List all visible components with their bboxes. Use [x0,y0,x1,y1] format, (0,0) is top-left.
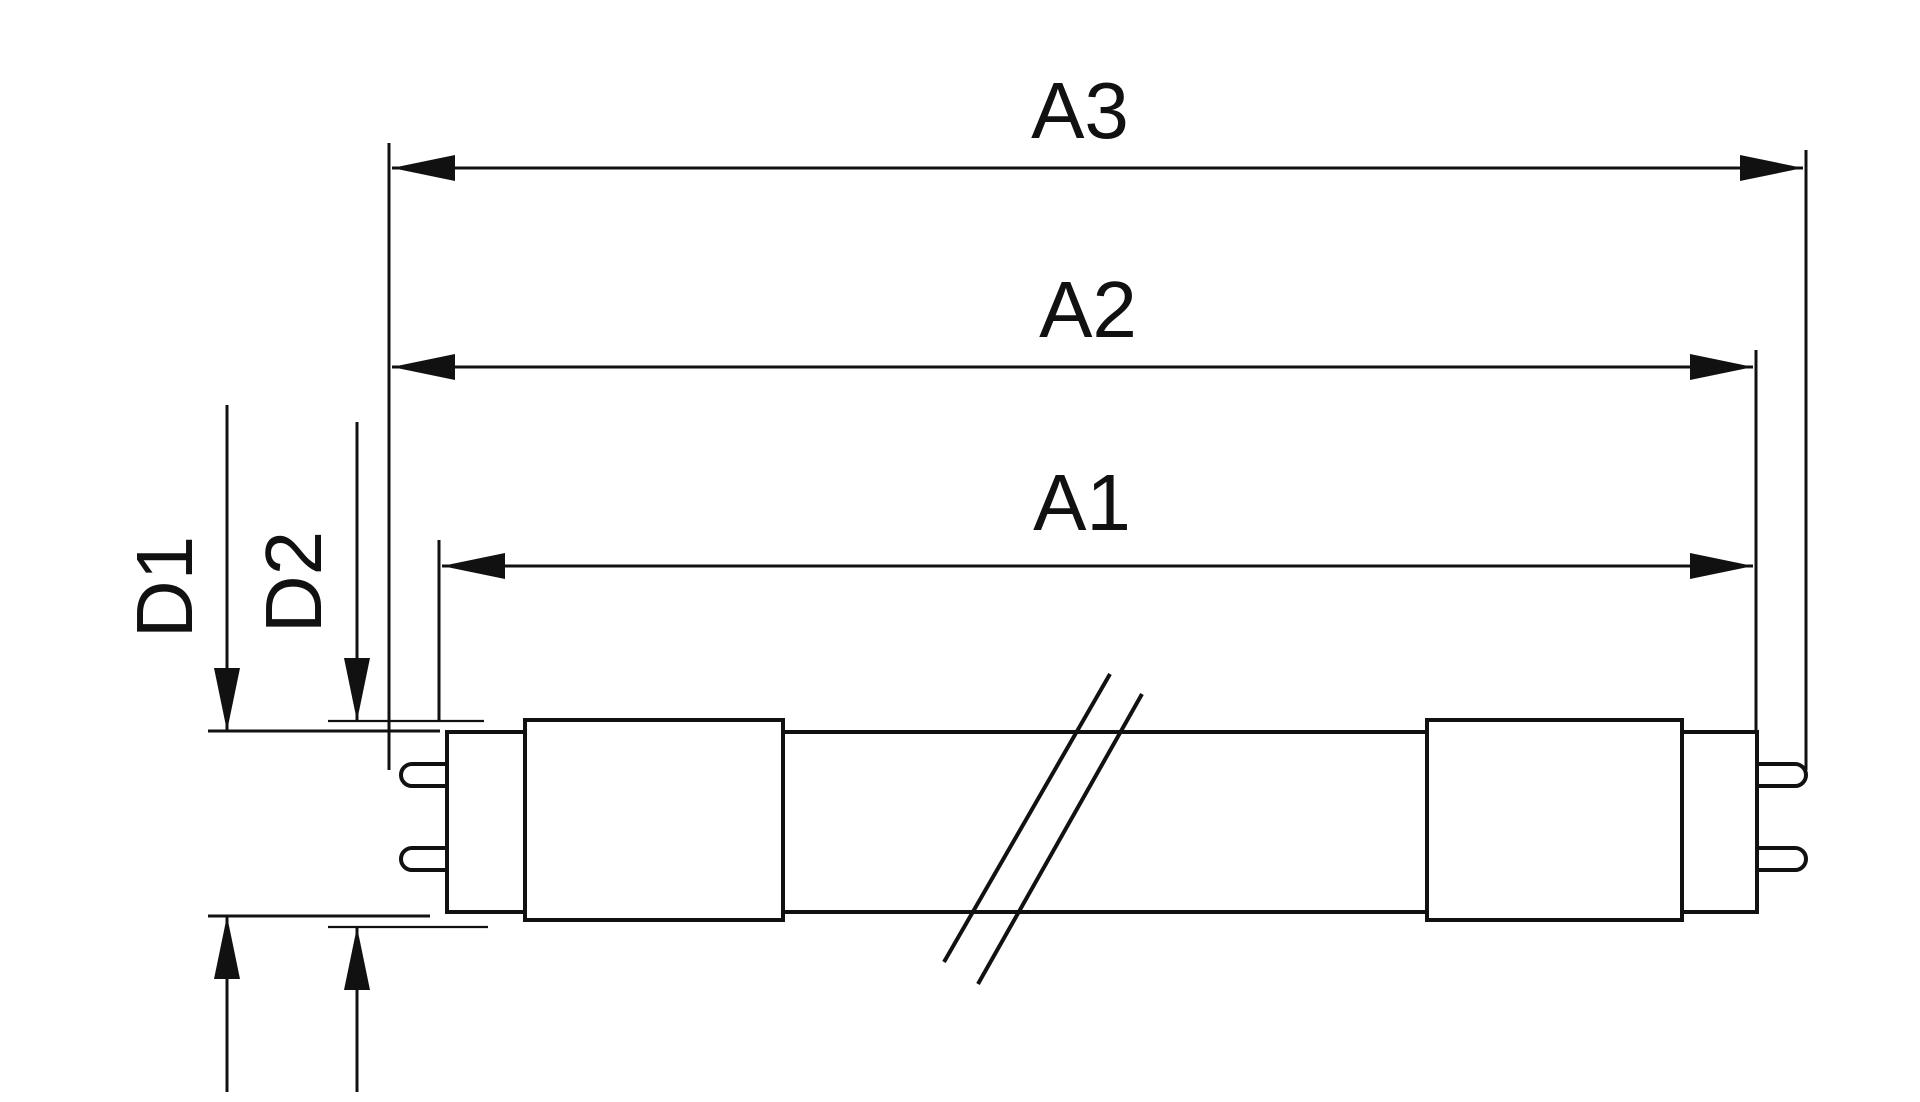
fluorescent-tube [399,673,1808,985]
dimension-a3: A3 [387,66,1808,770]
d2-label: D2 [249,531,338,633]
a2-arrowhead-left [392,354,455,380]
dimension-d2: D2 [249,422,488,1092]
left-pin-upper [399,762,451,788]
d1-arrowhead-bottom [214,916,240,979]
dimension-a1: A1 [437,458,1753,720]
break-line-right [976,693,1144,985]
a2-label: A2 [1039,265,1137,354]
d2-arrowhead-bottom [344,927,370,990]
left-pin-lower [399,846,451,872]
dimension-a2: A2 [392,265,1758,735]
a1-arrowhead-left [442,553,505,579]
end-plate-right [1678,730,1759,914]
a3-label: A3 [1031,66,1129,155]
right-pin-lower [1748,846,1808,872]
d1-arrowhead-top [214,668,240,731]
a3-arrowhead-left [392,155,455,181]
a2-arrowhead-right [1690,354,1753,380]
dimension-d1: D1 [120,405,440,1092]
a3-arrowhead-right [1740,155,1803,181]
right-pin-upper [1748,762,1808,788]
tube-break-symbol [942,673,1144,985]
left-pins [399,762,451,872]
a1-label: A1 [1033,458,1131,547]
end-plate-left [445,730,529,914]
break-line-left [942,673,1112,963]
right-pins [1748,762,1808,872]
d1-label: D1 [120,536,209,638]
end-cap-left [523,718,785,922]
d2-arrowhead-top [344,658,370,721]
a1-arrowhead-right [1690,553,1753,579]
end-cap-right [1425,718,1684,922]
